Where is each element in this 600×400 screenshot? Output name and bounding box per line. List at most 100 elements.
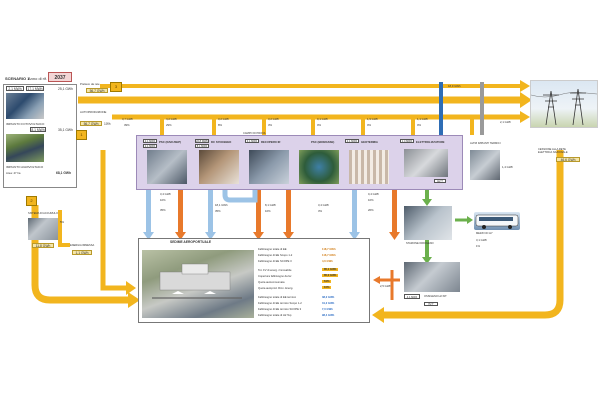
left-top-box-1: 2,1 MWh bbox=[6, 86, 24, 91]
storage-extra-value: 1,1 GWh bbox=[72, 250, 92, 255]
cessione-label: CESSIONE ALLA RETE ELETTRICA NAZIONALE bbox=[538, 148, 568, 154]
tech-col-1-box1: 22,8 MWh bbox=[195, 139, 209, 143]
stazione-label: STAZIONE IDROGENO bbox=[406, 242, 434, 245]
scenario-year-label: Anno di rif. bbox=[28, 76, 48, 81]
bus-icon bbox=[475, 214, 519, 229]
scenario-year-box[interactable]: 2037 bbox=[48, 72, 72, 82]
storage-label: SISTEMA DI ACCUMULO bbox=[28, 212, 58, 215]
badge-2: 2 bbox=[26, 196, 37, 206]
top-center-value: 18,9 GWh bbox=[448, 84, 461, 88]
return-value: 2,5 GWh bbox=[380, 284, 392, 288]
top-pct-2: 3% bbox=[268, 123, 273, 127]
top-pct-5: 0% bbox=[417, 123, 422, 127]
mezzi-label: MEZZI NO HY bbox=[476, 232, 493, 235]
ossigeno-label: OSSIGENO H2 INT bbox=[424, 295, 447, 298]
yellow-left-down bbox=[31, 205, 130, 304]
agri-label: IMPIANTO AGRIVOLTAICO bbox=[6, 165, 44, 169]
data-center-label: CAMPO DI PROVA bbox=[243, 132, 266, 135]
yellow-right-return bbox=[382, 150, 564, 319]
autoproduzione-pct: 10% bbox=[104, 122, 111, 126]
pv-value: 35,1 GWh bbox=[58, 128, 73, 132]
tech-col-3[interactable]: PSC (BIOMASSE) bbox=[295, 139, 343, 187]
autoproduzione-value-box: 56,7 GWh bbox=[80, 121, 102, 126]
agri-small: Area: 47 ha bbox=[6, 171, 21, 175]
heat-pump-image bbox=[147, 150, 187, 184]
tech-col-4-name: GEOTERMIA bbox=[361, 140, 378, 144]
pylon-value: 2,1 GWh bbox=[500, 120, 512, 124]
top-pct-3: 0% bbox=[317, 123, 322, 127]
tech-col-1-name: DC SYNCEEEO bbox=[211, 140, 232, 144]
lower-pct-2: 10% bbox=[265, 209, 271, 213]
top-pct-0: 29% bbox=[166, 123, 172, 127]
lower-value-3: 3,4 GWh bbox=[318, 203, 330, 207]
tech-col-2-name: RECUPERO IR bbox=[261, 140, 281, 144]
oxygen-plant-image bbox=[404, 262, 460, 292]
top-value-2: 3,2 GWh bbox=[268, 117, 280, 121]
storage-extra-label: ENERGIA IMMESSA bbox=[70, 244, 95, 247]
tech-col-2[interactable]: 3,1 MWh RECUPERO IR bbox=[245, 139, 293, 187]
lower-pct2-3: 3% bbox=[318, 209, 323, 213]
lower-pct2-4: 26% bbox=[368, 208, 374, 212]
lower-value-0: 3,4 GWh bbox=[160, 192, 172, 196]
tech-col-5[interactable]: 1,4 MWh ELETTROLIZZATORE H2 T bbox=[400, 139, 460, 187]
tech-col-1[interactable]: 22,8 MWh 8,1 MWh DC SYNCEEEO bbox=[195, 139, 243, 187]
biomass-image bbox=[299, 150, 339, 184]
arrivo-value: 1,4 GWh bbox=[502, 165, 514, 169]
top-value-0: 4,2 GWh bbox=[166, 117, 178, 121]
h2-value: 3,1 GWh bbox=[476, 238, 488, 242]
top-value-1: 3,2 GWh bbox=[218, 117, 230, 121]
power-pylons-image bbox=[530, 80, 598, 128]
blue-recovery-loop bbox=[222, 160, 258, 203]
arrivo-label: ALTRI IMPIANTI TERMICI bbox=[470, 142, 501, 145]
grid-label: Prelievo da rete bbox=[80, 82, 100, 86]
lower-pct2-0: 35% bbox=[160, 208, 166, 212]
scenario-year-value: 2037 bbox=[54, 75, 66, 81]
hydrogen-station-image bbox=[404, 206, 452, 240]
recovery-image bbox=[249, 150, 289, 184]
tech-col-3-name: PSC (BIOMASSE) bbox=[311, 140, 335, 144]
lower-value-4: 0,4 GWh bbox=[368, 192, 380, 196]
airport-terminal-icon bbox=[152, 263, 242, 299]
badge-3: 3 bbox=[110, 82, 122, 92]
tech-col-5-name: ELETTROLIZZATORE bbox=[416, 140, 445, 144]
storage-pct: 5% bbox=[60, 220, 65, 224]
thermal-plant-image bbox=[470, 150, 500, 180]
yellow-mid-down bbox=[100, 150, 130, 291]
pv-label: IMPIANTO FOTOVOLTAICO bbox=[6, 122, 45, 126]
scenario-label: SCENARIO 1 bbox=[5, 76, 30, 81]
agri-value: 68,1 GWh bbox=[56, 171, 72, 175]
tech-col-5-box1: 1,4 MWh bbox=[400, 139, 414, 143]
tech-col-4[interactable]: 2,1 MWh GEOTERMIA bbox=[345, 139, 393, 187]
autoproduzione-label: AUTOPRODUZIONE bbox=[80, 110, 107, 114]
lower-value-1: 18,1 GWh bbox=[215, 203, 228, 207]
yellow-bus-arrowhead bbox=[520, 92, 532, 108]
lower-pct-0: 10% bbox=[160, 198, 166, 202]
battery-storage-image bbox=[28, 218, 58, 240]
yellow-storage-link bbox=[58, 210, 70, 247]
datacenter-image bbox=[199, 150, 239, 184]
down-arrows bbox=[143, 190, 400, 240]
airport-image bbox=[142, 250, 254, 318]
agrivoltaic-image bbox=[6, 134, 44, 162]
top-value-4: 1,9 GWh bbox=[367, 117, 379, 121]
tech-col-0-box1: 2,1 MWh bbox=[143, 139, 157, 143]
lower-pct2-1: 35% bbox=[215, 209, 221, 213]
tech-col-1-box2: 8,1 MWh bbox=[195, 144, 209, 148]
tech-col-0-box2: 2,1 MWh bbox=[143, 144, 157, 148]
geothermal-image bbox=[349, 150, 389, 184]
airport-title: SEDIME AEROPORTUALE bbox=[170, 240, 212, 244]
badge-1: 1 bbox=[76, 130, 87, 140]
lower-value-2: 8,1 GWh bbox=[265, 203, 277, 207]
top-left-pct: 39% bbox=[124, 123, 130, 127]
ossigeno-small: H2 T bbox=[424, 302, 438, 306]
rooftop-pv-image bbox=[6, 93, 44, 119]
top-value-3: 0,1 GWh bbox=[317, 117, 329, 121]
yellow-drops bbox=[160, 117, 474, 135]
ossigeno-box: 4,1 MWh bbox=[404, 294, 420, 299]
storage-value-box: 11,8 GWh bbox=[32, 243, 54, 248]
tech-col-4-box1: 2,1 MWh bbox=[345, 139, 359, 143]
cessione-value-box: 46,6 GWh bbox=[556, 157, 580, 162]
tech-col-0[interactable]: 2,1 MWh 2,1 MWh PSC (RAKUSEP) bbox=[143, 139, 191, 187]
